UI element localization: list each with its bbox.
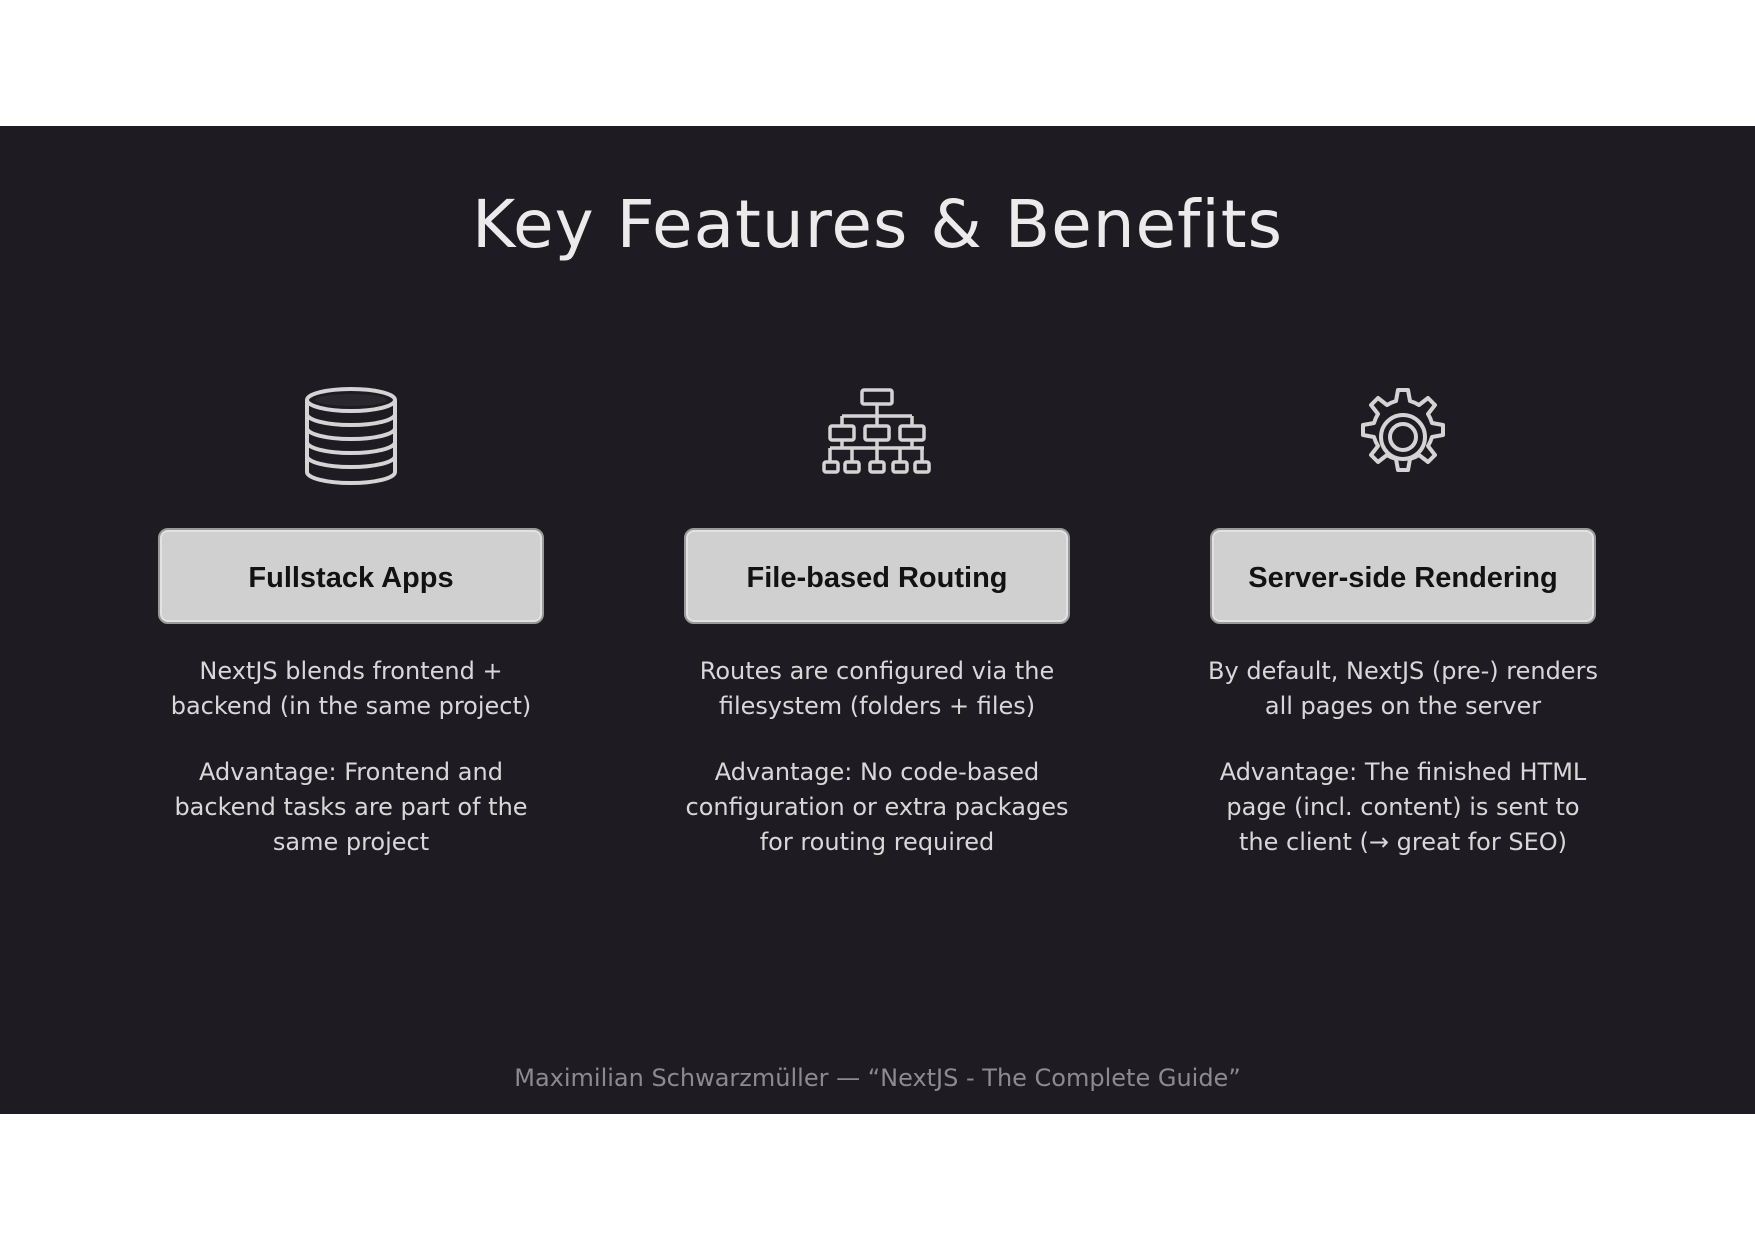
- feature-advantage: Advantage: Frontend and backend tasks ar…: [174, 758, 528, 856]
- sitemap-icon: [822, 388, 931, 474]
- feature-description: Routes are configured via the filesystem…: [699, 657, 1055, 720]
- feature-description: By default, NextJS (pre-) renders all pa…: [1208, 657, 1598, 720]
- feature-advantage: Advantage: The finished HTML page (incl.…: [1219, 758, 1587, 856]
- feature-server-side-rendering: Server-side Rendering By default, NextJS…: [1208, 382, 1598, 860]
- slide-footer: Maximilian Schwarzmüller — “NextJS - The…: [514, 1064, 1241, 1092]
- feature-file-based-routing: File-based Routing Routes are configured…: [682, 382, 1072, 860]
- gear-icon: [1361, 388, 1445, 472]
- feature-label: Server-side Rendering: [1210, 528, 1596, 624]
- feature-advantage: Advantage: No code-based configuration o…: [685, 758, 1069, 856]
- feature-label: Fullstack Apps: [158, 528, 544, 624]
- slide-title: Key Features & Benefits: [471, 186, 1283, 263]
- feature-fullstack-apps: Fullstack Apps NextJS blends frontend + …: [156, 382, 546, 860]
- database-stack-icon: [305, 387, 397, 485]
- feature-description: NextJS blends frontend + backend (in the…: [170, 657, 532, 720]
- slide: Key Features & Benefits Fullstack Apps N…: [0, 126, 1755, 1114]
- feature-label: File-based Routing: [684, 528, 1070, 624]
